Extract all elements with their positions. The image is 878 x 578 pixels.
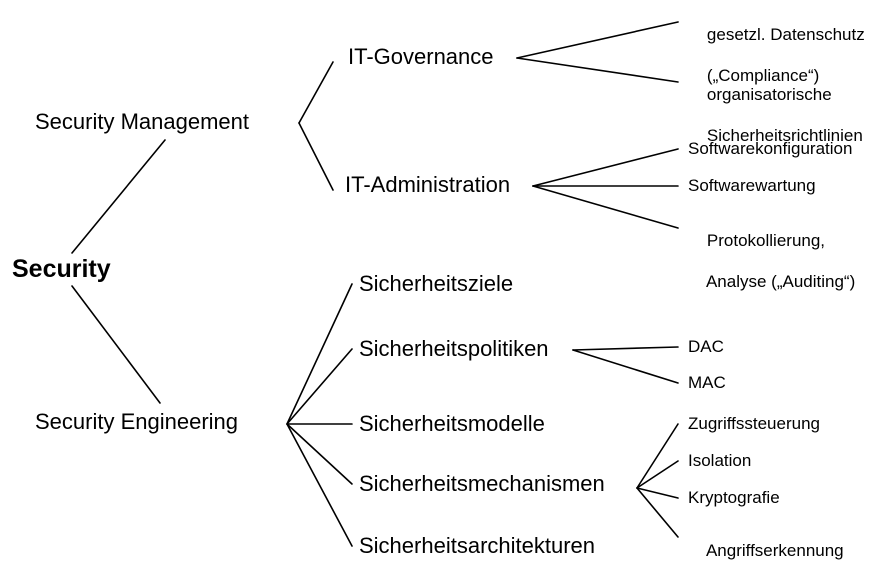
edge-sicherheitsmechanismen-to-zugriffssteuerung xyxy=(636,423,679,489)
edge-sicherheitspolitiken-to-dac xyxy=(572,346,679,351)
edge-it-administration-to-softwarekonfiguration xyxy=(532,148,679,187)
edge-security-management-fork-lower xyxy=(298,122,334,191)
node-security-root: Security xyxy=(12,255,111,283)
node-security-management: Security Management xyxy=(35,109,249,134)
edge-it-governance-to-compliance xyxy=(516,21,679,59)
node-mac: MAC xyxy=(688,373,726,392)
node-line-2: („Compliance“) xyxy=(706,66,820,86)
node-protokollierung-analyse-auditing: Protokollierung, Analyse („Auditing“) xyxy=(688,211,855,313)
node-sicherheitsziele: Sicherheitsziele xyxy=(359,271,514,296)
node-line-2: Analyse („Auditing“) xyxy=(705,272,856,292)
node-it-governance: IT-Governance xyxy=(348,44,494,69)
edge-it-administration-to-protokollierung xyxy=(532,185,679,229)
edge-it-governance-to-richtlinien xyxy=(516,57,679,83)
node-softwarewartung: Softwarewartung xyxy=(688,176,816,195)
node-kryptografie: Kryptografie xyxy=(688,488,780,507)
node-dac: DAC xyxy=(688,337,724,356)
node-gesetzl-datenschutz-compliance: gesetzl. Datenschutz („Compliance“) xyxy=(688,5,865,107)
node-sicherheitsmechanismen: Sicherheitsmechanismen xyxy=(359,471,605,496)
edge-security-engineering-to-sicherheitsarchitekturen xyxy=(286,423,353,547)
node-angriffserkennung-intrusion-detection: Angriffserkennung (Intrusion Detection) xyxy=(688,521,860,578)
edge-sicherheitsmechanismen-to-isolation xyxy=(636,460,679,489)
edge-security-to-security-management xyxy=(71,139,166,254)
node-softwarekonfiguration: Softwarekonfiguration xyxy=(688,139,853,158)
node-sicherheitsarchitekturen: Sicherheitsarchitekturen xyxy=(359,533,596,558)
edge-sicherheitsmechanismen-to-angriffserkennung xyxy=(636,487,679,538)
edge-security-engineering-to-sicherheitsziele xyxy=(286,283,353,425)
edge-security-engineering-to-sicherheitspolitiken xyxy=(286,348,353,425)
node-isolation: Isolation xyxy=(688,451,752,470)
node-sicherheitspolitiken: Sicherheitspolitiken xyxy=(359,336,549,361)
node-line-2: Sicherheitsrichtlinien xyxy=(706,126,863,146)
node-security-engineering: Security Engineering xyxy=(35,409,239,434)
node-line-1: Protokollierung, xyxy=(706,231,826,251)
node-line-1: gesetzl. Datenschutz xyxy=(706,25,865,45)
edge-sicherheitspolitiken-to-mac xyxy=(572,349,679,384)
node-organisatorische-sicherheitsrichtlinien: organisatorische Sicherheitsrichtlinien xyxy=(688,65,863,167)
edge-sicherheitsmechanismen-to-kryptografie xyxy=(636,487,679,499)
edge-security-engineering-to-sicherheitsmechanismen xyxy=(286,423,353,485)
node-sicherheitsmodelle: Sicherheitsmodelle xyxy=(359,411,545,436)
node-line-1: Angriffserkennung xyxy=(705,541,844,561)
node-zugriffssteuerung: Zugriffssteuerung xyxy=(688,414,820,433)
edge-security-management-fork-upper xyxy=(298,61,334,124)
node-line-1: organisatorische xyxy=(706,85,832,105)
edge-security-to-security-engineering xyxy=(71,285,161,404)
node-it-administration: IT-Administration xyxy=(345,172,511,197)
